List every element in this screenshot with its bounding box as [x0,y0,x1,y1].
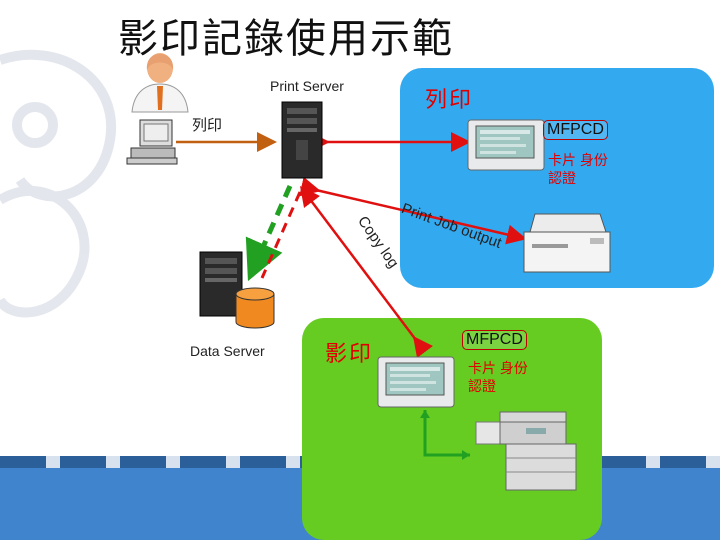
mfp-label-top: MFPCD [543,120,608,140]
copier-to-server-arrow [299,186,434,358]
card-auth-bottom-line1: 卡片 身份 [468,360,528,376]
mfp-label-bottom: MFPCD [462,330,527,350]
data-server-label: Data Server [190,343,265,359]
card-auth-top-line1: 卡片 身份 [548,152,608,168]
copier-axis-arrow [423,410,470,457]
card-auth-bottom-line2: 認證 [468,378,496,394]
copy-zone-title: 影印 [325,341,374,366]
print-zone-title: 列印 [425,87,474,112]
card-auth-top-line2: 認證 [548,170,576,186]
page-title: 影印記錄使用示範 [118,16,454,62]
copy-log-dashed-green [245,184,293,282]
print-server-label: Print Server [270,78,344,94]
print-label-left: 列印 [192,117,223,134]
